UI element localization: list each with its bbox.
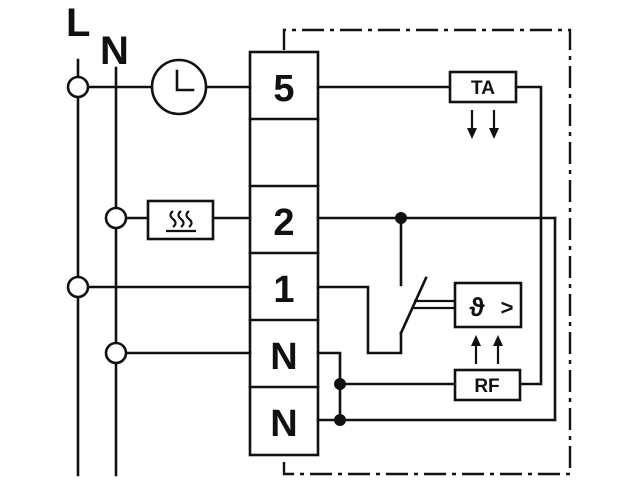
terminal-5-label: 5 [273,68,294,110]
switch-actuator-link [412,299,455,310]
neutral-label: N [100,29,129,73]
terminal-block: 5 2 1 N N [248,50,320,457]
junction-n-row-n [104,341,128,365]
ta-box [448,70,518,104]
junction-l-row-1 [66,275,90,299]
terminal-n-upper-label: N [270,336,297,378]
rf-label: RF [474,376,499,397]
junction-dot-rf [334,378,346,390]
terminal-1-label: 1 [273,269,294,311]
terminal-n-lower-label: N [270,403,297,445]
rf-box [453,368,522,402]
junction-l-row-5 [66,75,90,99]
sensor-comparator: > [501,295,514,320]
sensor-input-arrows [471,335,503,364]
temperature-sensor-icon [453,281,523,329]
sensor-symbol: ϑ [469,292,485,322]
heating-element-icon [146,199,215,241]
wire-ta-return [514,85,543,386]
wire-terminal-1-to-switch [316,285,403,355]
switch-contact [399,276,428,335]
line-label: L [66,1,90,45]
wire-n-terminals-bridge [316,351,342,422]
junction-n-row-2 [104,206,128,230]
enclosure-outline [282,28,572,476]
ta-label: TA [471,78,495,99]
clock-icon [150,58,208,116]
terminal-2-label: 2 [273,202,294,244]
ta-output-arrows [467,110,499,139]
junction-dot-n-lower [334,414,346,426]
